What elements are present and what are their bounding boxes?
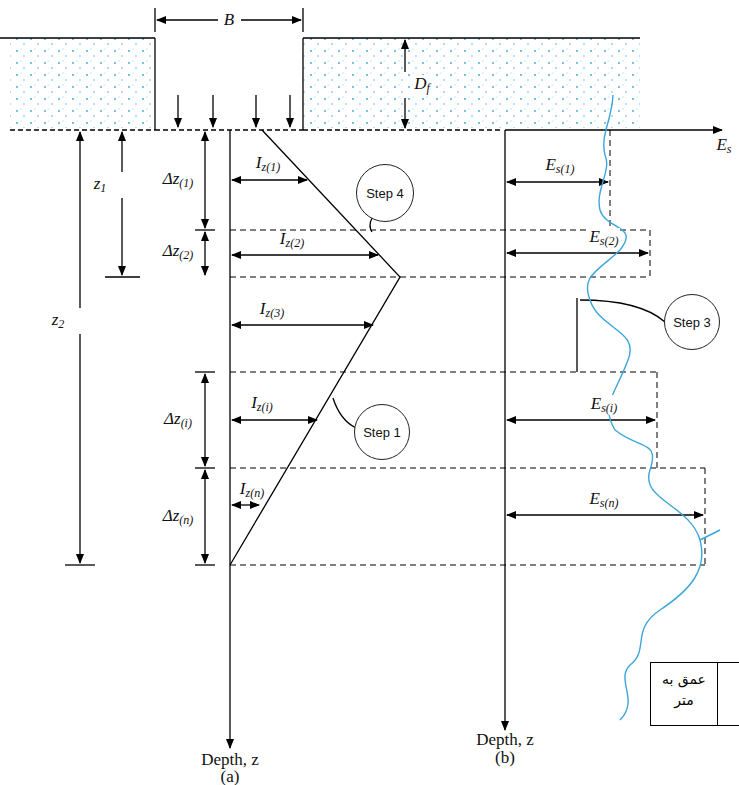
soil-right xyxy=(303,38,640,128)
dimension-label: Iz(n) xyxy=(239,480,265,500)
dimension-label: Δz(1) xyxy=(162,170,195,190)
dimension-label: (a) xyxy=(220,768,241,785)
dimension-label: Iz(2) xyxy=(279,230,305,250)
dimension-label: z2 xyxy=(51,311,66,331)
step-callout: Step 4 xyxy=(356,164,414,222)
dimension-label: Es(i) xyxy=(590,395,618,415)
step-callout: Step 1 xyxy=(354,404,410,460)
soil-left xyxy=(10,38,155,128)
modulus-profile xyxy=(587,95,702,720)
dimension-label: Iz(i) xyxy=(250,394,274,414)
dimension-label: (b) xyxy=(494,749,516,768)
dimension-label: Iz(3) xyxy=(259,300,285,320)
dimension-label: B xyxy=(223,11,235,30)
dimension-label: Df xyxy=(413,75,431,95)
dimension-label: Δz(n) xyxy=(162,507,195,527)
dimension-label: z1 xyxy=(93,175,108,195)
dimension-label: Iz(1) xyxy=(255,154,281,174)
table-cell: عمق به متر xyxy=(650,662,739,726)
step-text: Step 4 xyxy=(366,186,404,201)
dimension-label: Δz(i) xyxy=(163,410,193,430)
dimension-label: Depth, z xyxy=(475,731,535,750)
dimension-label: Es(n) xyxy=(588,490,619,510)
step-text: Step 3 xyxy=(673,315,711,330)
step-callout: Step 3 xyxy=(664,294,720,350)
table-text: عمق به متر xyxy=(655,669,713,711)
dimension-label: Δz(2) xyxy=(162,242,195,262)
dimension-label: Es xyxy=(715,136,732,156)
dimension-label: Depth, z xyxy=(200,751,260,770)
dimension-label: Es(2) xyxy=(588,228,619,248)
dimension-label: Es(1) xyxy=(544,156,575,176)
step-text: Step 1 xyxy=(363,425,401,440)
